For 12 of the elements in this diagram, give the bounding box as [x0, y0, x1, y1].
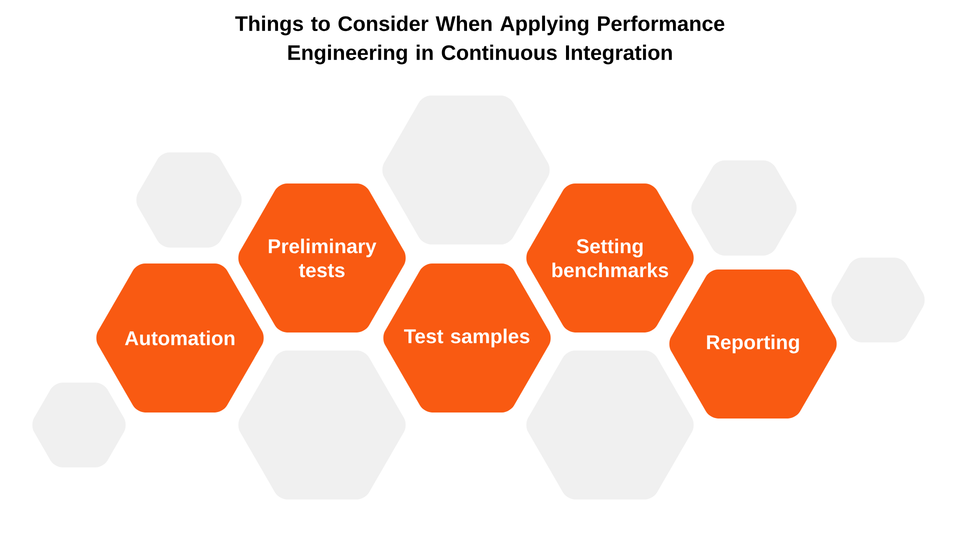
hexagon-box: Automation [96, 263, 264, 412]
hexagon-box: Setting benchmarks [526, 183, 694, 332]
title: Things to Consider When Applying Performance Engineering in Continuous Integration [235, 16, 724, 64]
hexagon-box: Reporting [669, 269, 837, 418]
hexagon-shape [382, 96, 550, 244]
hexagon-shape [526, 350, 694, 500]
hexagon-shape [691, 160, 797, 256]
hexagon-shape [136, 152, 242, 248]
hexagon-shape [32, 382, 126, 468]
hexagon-shape [831, 258, 925, 342]
hexagon-box: Test samples [383, 263, 551, 412]
hexagon-shape [238, 350, 406, 500]
